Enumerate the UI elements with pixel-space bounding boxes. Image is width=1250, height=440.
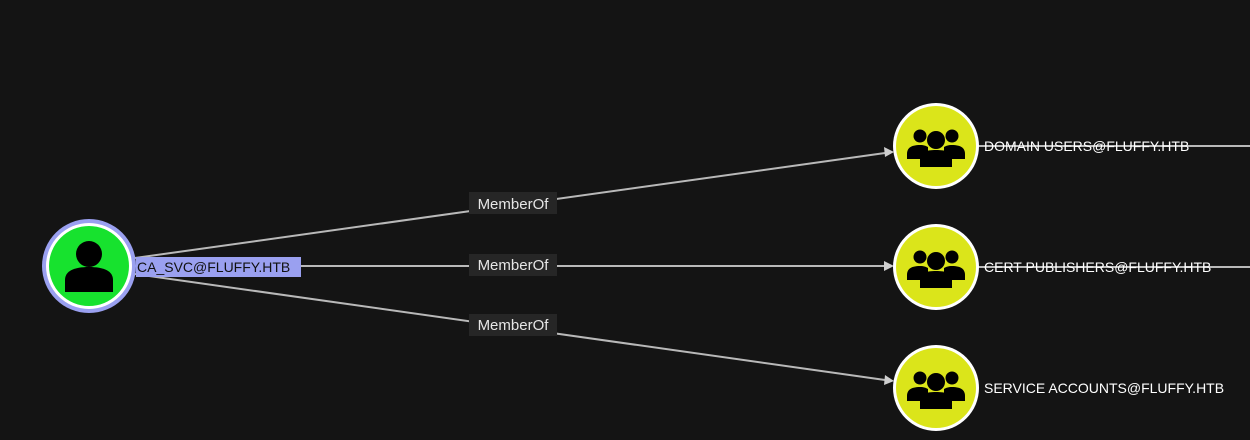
edge-label-memberof: MemberOf	[478, 317, 550, 334]
node-label: CERT PUBLISHERS@FLUFFY.HTB	[984, 259, 1211, 275]
node-label-highlight	[136, 257, 301, 277]
edge-label-bg	[469, 314, 557, 336]
node-group-service-accounts[interactable]: SERVICE ACCOUNTS@FLUFFY.HTB	[893, 345, 1224, 431]
edge-memberof-domain-users[interactable]: MemberOf	[134, 147, 894, 259]
edge-label-memberof: MemberOf	[478, 257, 550, 274]
edge-label-memberof: MemberOf	[478, 196, 550, 213]
node-label: DOMAIN USERS@FLUFFY.HTB	[984, 138, 1189, 154]
edge-label-bg	[469, 254, 557, 276]
node-label: CA_SVC@FLUFFY.HTB	[137, 259, 290, 275]
node-group-domain-users[interactable]: DOMAIN USERS@FLUFFY.HTB	[893, 103, 1189, 189]
edge-memberof-cert-publishers[interactable]: MemberOf	[135, 254, 894, 276]
node-user-ca-svc[interactable]: CA_SVC@FLUFFY.HTB	[42, 219, 301, 313]
node-label: SERVICE ACCOUNTS@FLUFFY.HTB	[984, 380, 1224, 396]
node-group-cert-publishers[interactable]: CERT PUBLISHERS@FLUFFY.HTB	[893, 224, 1211, 310]
edge-label-bg	[469, 192, 557, 214]
edge-memberof-service-accounts[interactable]: MemberOf	[134, 273, 894, 385]
